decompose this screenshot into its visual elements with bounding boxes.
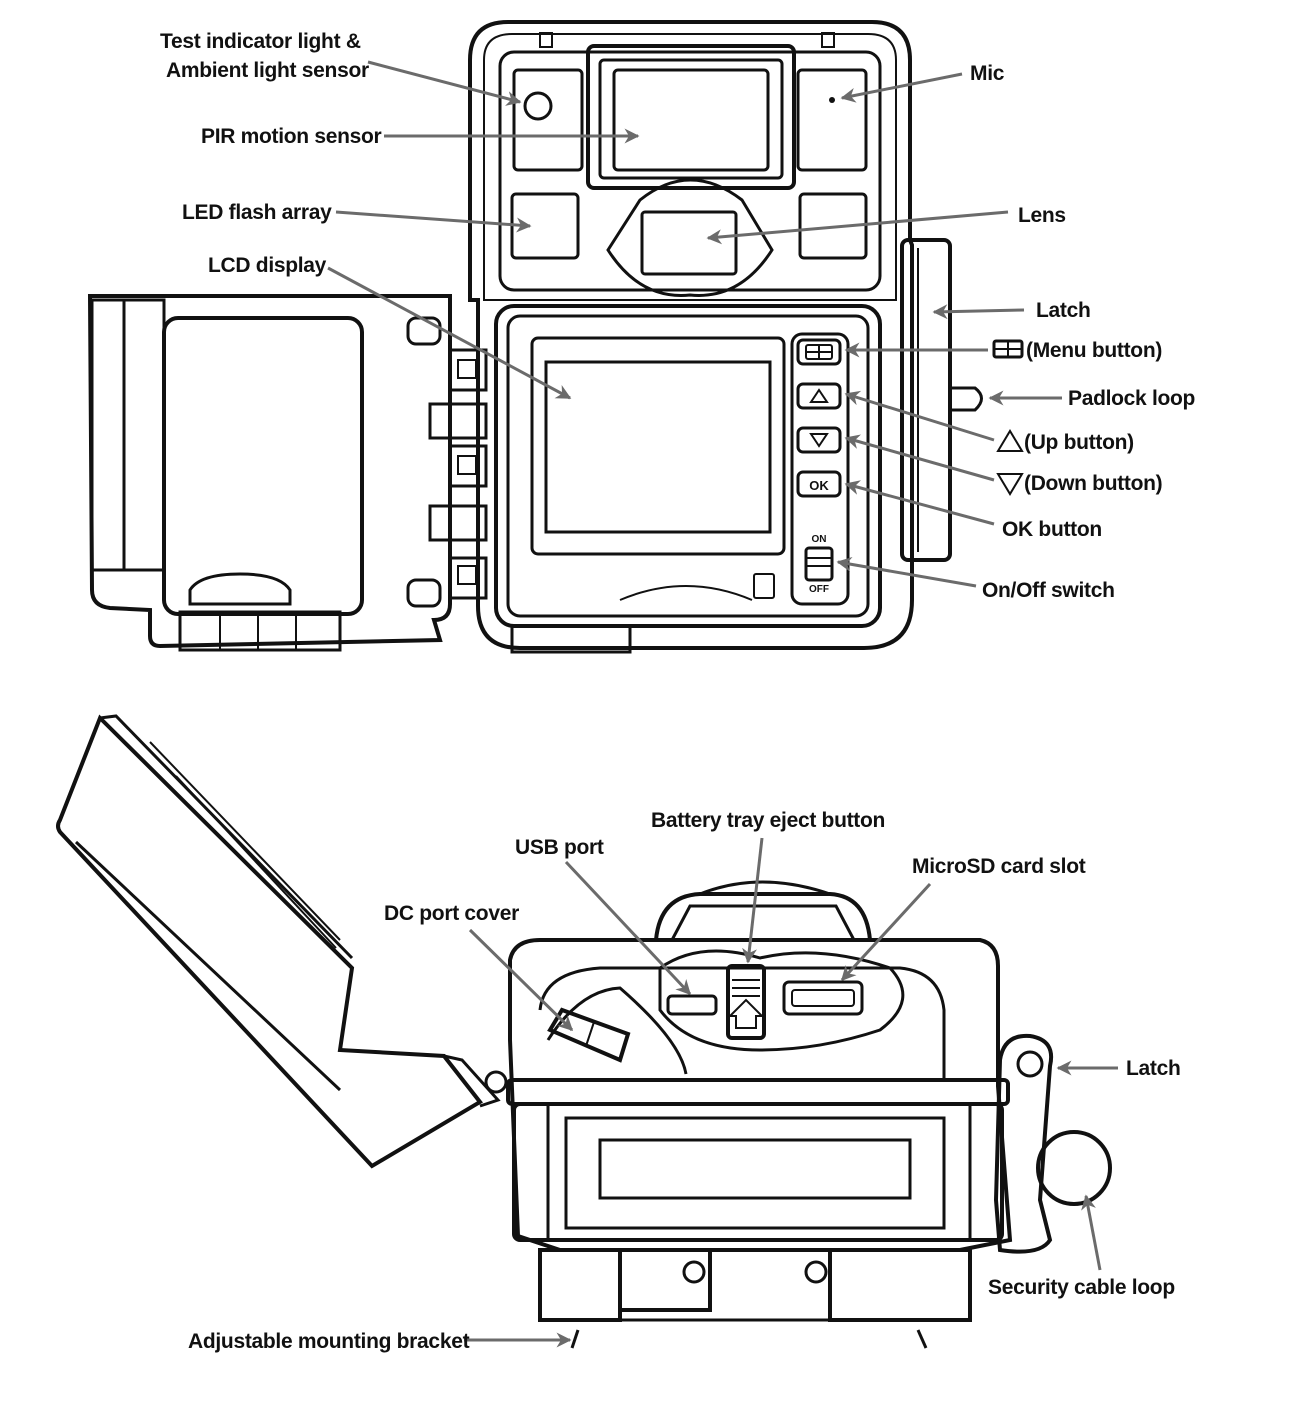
camera-front-view: OK ON OFF [468, 20, 983, 654]
bottom-labels: Battery tray eject button USB port Micro… [188, 809, 1181, 1353]
label-menu: (Menu button) [1026, 339, 1162, 362]
label-latch-top: Latch [1036, 299, 1091, 322]
label-dc-cover: DC port cover [384, 902, 519, 925]
latch[interactable] [900, 238, 952, 562]
sd-card-icon [753, 573, 775, 599]
battery-eject-button[interactable] [726, 964, 766, 1040]
label-lens: Lens [1018, 204, 1066, 227]
bottom-callout-arrows [464, 837, 1118, 1348]
latch-bottom[interactable] [993, 1033, 1053, 1254]
label-latch-bottom: Latch [1126, 1057, 1181, 1080]
label-test-indicator-2: Ambient light sensor [166, 59, 369, 82]
up-triangle-icon [809, 388, 829, 403]
open-door [87, 294, 488, 652]
label-lcd: LCD display [208, 254, 327, 277]
lens [640, 210, 738, 276]
up-button[interactable] [796, 382, 842, 410]
label-bracket: Adjustable mounting bracket [188, 1330, 470, 1353]
label-test-indicator-1: Test indicator light & [160, 30, 361, 53]
camera-bottom-view [56, 714, 1112, 1349]
label-up: (Up button) [1024, 431, 1134, 454]
label-battery-eject: Battery tray eject button [651, 809, 885, 832]
ok-button[interactable]: OK [796, 470, 842, 498]
on-off-switch[interactable]: ON OFF [804, 534, 834, 595]
ok-key-text: OK [809, 478, 829, 493]
menu-button[interactable] [796, 338, 842, 366]
switch-off-text: OFF [809, 584, 829, 595]
down-button[interactable] [796, 426, 842, 454]
label-padlock: Padlock loop [1068, 387, 1195, 410]
up-label-icon [996, 429, 1024, 452]
label-usb: USB port [515, 836, 604, 859]
label-microsd: MicroSD card slot [912, 855, 1086, 878]
down-label-icon [996, 473, 1024, 496]
label-security-loop: Security cable loop [988, 1276, 1175, 1299]
top-labels: Test indicator light & Ambient light sen… [160, 30, 1195, 602]
microsd-slot[interactable] [782, 980, 864, 1016]
label-led: LED flash array [182, 201, 332, 224]
label-ok: OK button [1002, 518, 1102, 541]
label-pir: PIR motion sensor [201, 125, 382, 148]
switch-on-text: ON [812, 534, 827, 545]
menu-label-icon [992, 339, 1024, 359]
mic-hole-icon [829, 97, 835, 103]
usb-port[interactable] [666, 994, 718, 1016]
security-cable-loop [1036, 1130, 1112, 1206]
label-mic: Mic [970, 62, 1005, 85]
led-flash-right [798, 192, 868, 260]
test-indicator-light-icon [523, 91, 553, 121]
padlock-loop [950, 386, 983, 412]
down-triangle-icon [809, 433, 829, 448]
lcd-display [544, 360, 772, 534]
label-onoff: On/Off switch [982, 579, 1115, 602]
pir-sensor-window [612, 68, 770, 172]
top-callout-arrows [327, 60, 1062, 588]
label-down: (Down button) [1024, 472, 1162, 495]
